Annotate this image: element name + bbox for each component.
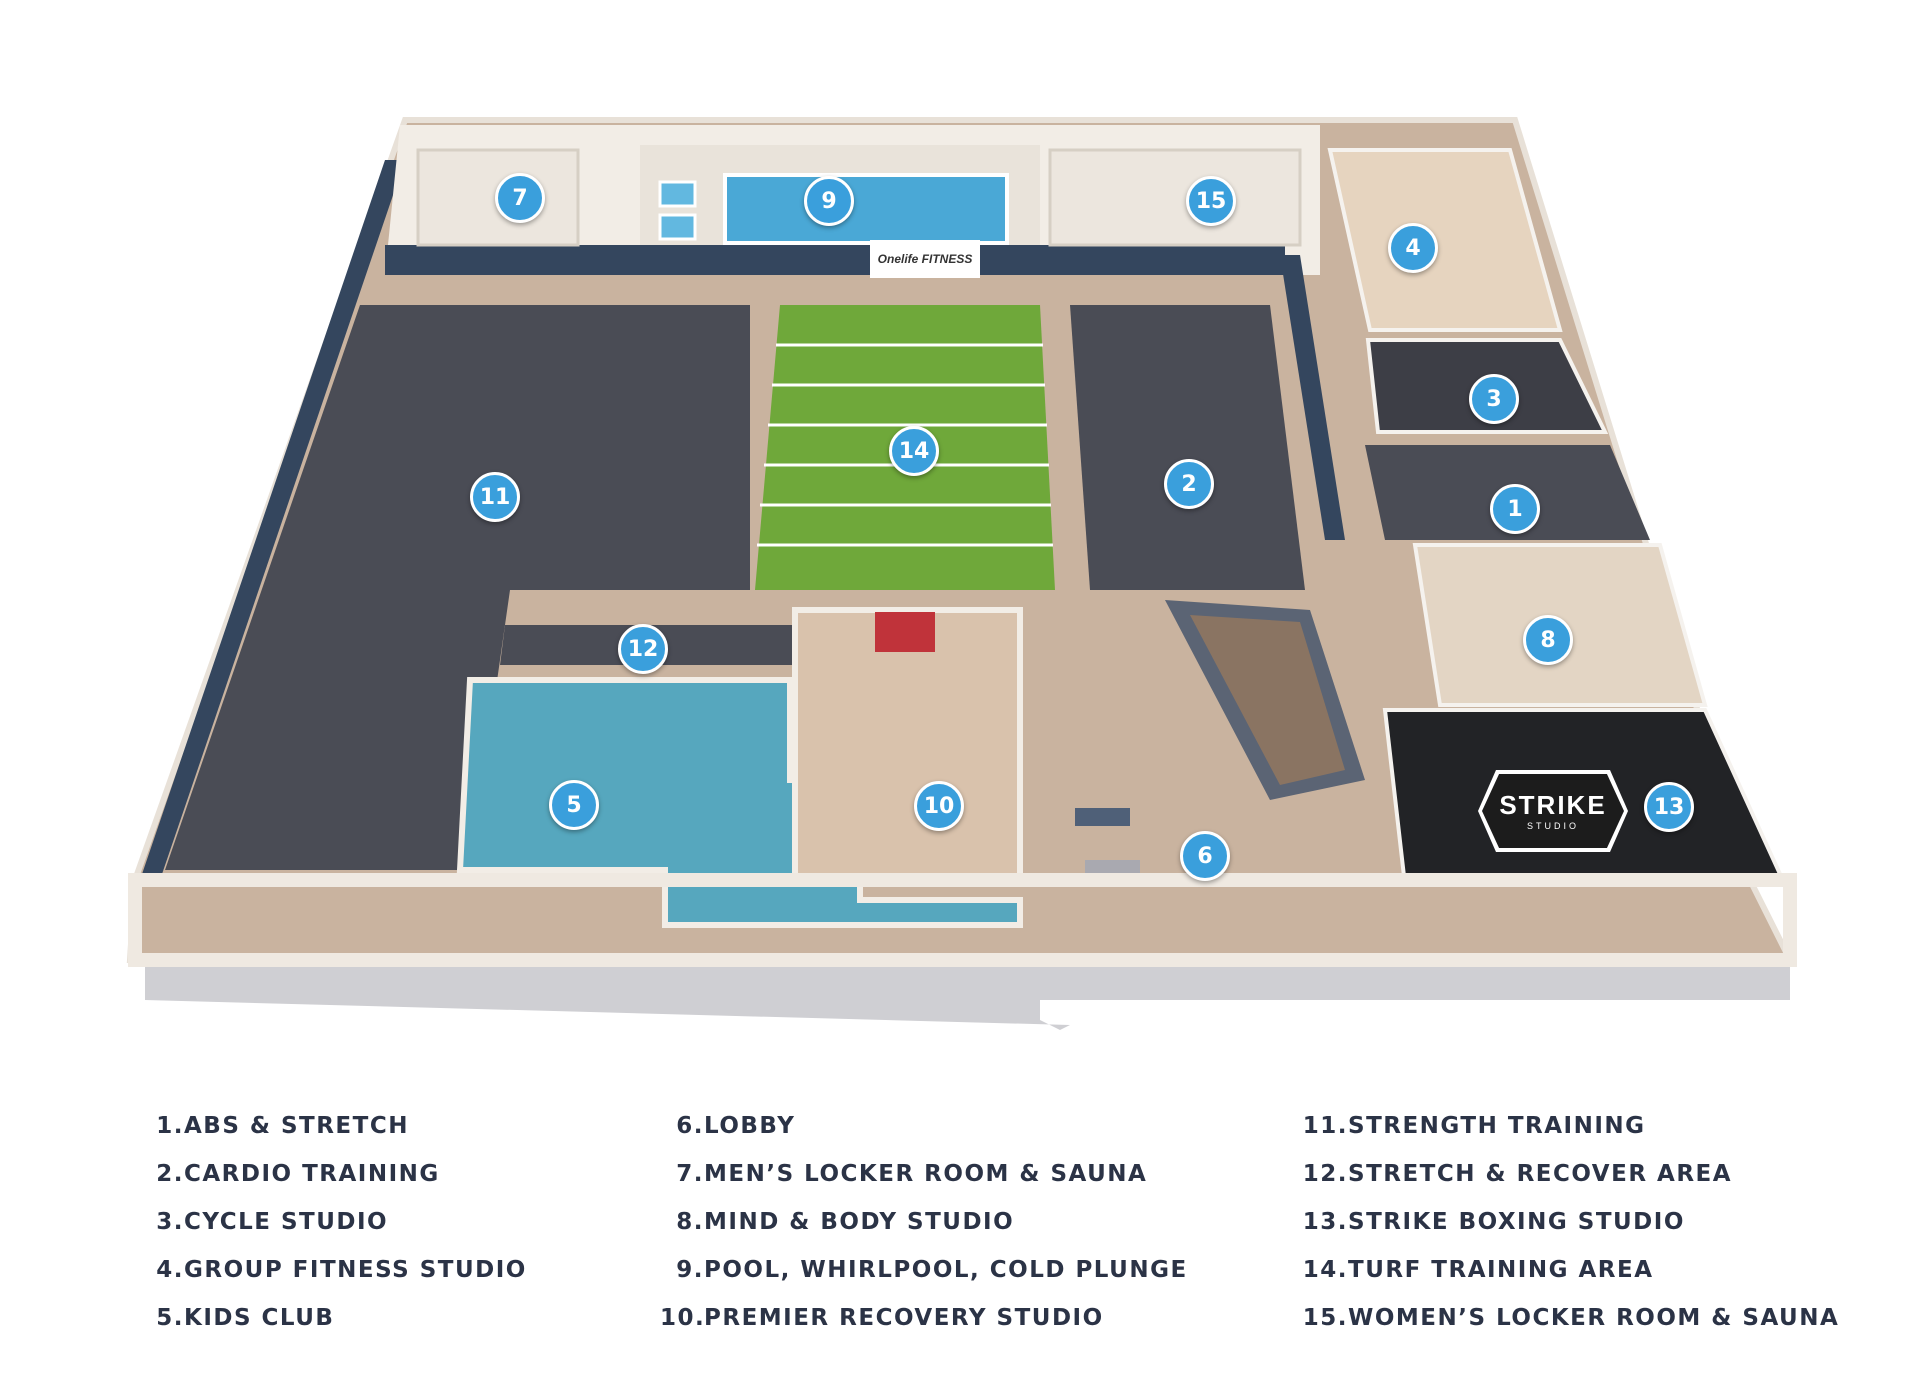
marker-3[interactable]: 3	[1469, 374, 1519, 424]
legend-label: STRENGTH TRAINING	[1348, 1113, 1646, 1139]
legend-item: 1.ABS & STRETCH	[150, 1102, 527, 1150]
legend-number: 9.	[676, 1257, 704, 1283]
kids-club	[456, 677, 1023, 928]
premier-recovery-studio	[792, 607, 1023, 883]
legend-number: 8.	[676, 1209, 704, 1235]
legend-column-3: 11.STRENGTH TRAINING 12. STRETCH & RECOV…	[1300, 1102, 1839, 1342]
strike-logo-subtitle: STUDIO	[1526, 820, 1579, 831]
strike-logo-text: STRIKE STUDIO	[1499, 792, 1606, 831]
marker-14[interactable]: 14	[889, 426, 939, 476]
onelife-brand-sign: Onelife FITNESS	[870, 240, 980, 278]
front-wall	[128, 873, 1797, 967]
marker-13[interactable]: 13	[1644, 782, 1694, 832]
legend-label: MEN’S LOCKER ROOM & SAUNA	[704, 1161, 1148, 1187]
legend-number: 14.	[1302, 1257, 1348, 1283]
ground-shadow	[145, 955, 1790, 1030]
legend-label: ABS & STRETCH	[184, 1113, 409, 1139]
legend-label: TURF TRAINING AREA	[1348, 1257, 1654, 1283]
legend-label: MIND & BODY STUDIO	[704, 1209, 1015, 1235]
legend-number: 3.	[156, 1209, 184, 1235]
marker-4[interactable]: 4	[1388, 223, 1438, 273]
legend-number: 12.	[1302, 1161, 1348, 1187]
right-corridor-wall	[1280, 255, 1345, 540]
legend-label: KIDS CLUB	[184, 1305, 335, 1331]
legend-item: 14.TURF TRAINING AREA	[1300, 1246, 1839, 1294]
legend-number: 4.	[156, 1257, 184, 1283]
marker-7[interactable]: 7	[495, 173, 545, 223]
back-accent-wall	[385, 245, 1285, 275]
legend-number: 6.	[676, 1113, 704, 1139]
marker-15[interactable]: 15	[1186, 176, 1236, 226]
lobby-feature-inner	[1190, 615, 1345, 785]
sauna-red	[875, 612, 935, 652]
legend-item: 4.GROUP FITNESS STUDIO	[150, 1246, 527, 1294]
legend-label: CARDIO TRAINING	[184, 1161, 440, 1187]
legend-item: 6.LOBBY	[660, 1102, 1188, 1150]
legend-column-1: 1.ABS & STRETCH 2.CARDIO TRAINING 3.CYCL…	[150, 1102, 527, 1342]
legend-number: 5.	[156, 1305, 184, 1331]
legend-item: 7.MEN’S LOCKER ROOM & SAUNA	[660, 1150, 1188, 1198]
marker-11[interactable]: 11	[470, 472, 520, 522]
legend-item: 3.CYCLE STUDIO	[150, 1198, 527, 1246]
legend-number: 2.	[156, 1161, 184, 1187]
strike-studio-logo: STRIKE STUDIO	[1478, 770, 1628, 852]
legend-item: 2.CARDIO TRAINING	[150, 1150, 527, 1198]
legend-number: 11.	[1302, 1113, 1348, 1139]
strike-logo-title: STRIKE	[1499, 789, 1607, 820]
legend-column-2: 6.LOBBY 7.MEN’S LOCKER ROOM & SAUNA 8.MI…	[660, 1102, 1188, 1342]
lobby-sofa	[1075, 808, 1130, 826]
legend-item: 5.KIDS CLUB	[150, 1294, 527, 1342]
legend-item: 15.WOMEN’S LOCKER ROOM & SAUNA	[1300, 1294, 1839, 1342]
legend-item: 13.STRIKE BOXING STUDIO	[1300, 1198, 1839, 1246]
legend-number: 10.	[660, 1305, 706, 1331]
legend-label: WOMEN’S LOCKER ROOM & SAUNA	[1348, 1305, 1840, 1331]
whirlpool	[658, 180, 697, 208]
legend-label: CYCLE STUDIO	[184, 1209, 389, 1235]
lobby-sofa	[1085, 860, 1140, 876]
legend-number: 7.	[676, 1161, 704, 1187]
marker-12[interactable]: 12	[618, 624, 668, 674]
legend-label: STRIKE BOXING STUDIO	[1348, 1209, 1685, 1235]
legend-number: 15.	[1302, 1305, 1348, 1331]
marker-9[interactable]: 9	[804, 176, 854, 226]
legend-number: 1.	[156, 1113, 184, 1139]
legend-label: POOL, WHIRLPOOL, COLD PLUNGE	[704, 1257, 1188, 1283]
left-accent-wall	[140, 160, 405, 880]
legend-label: STRETCH & RECOVER AREA	[1348, 1161, 1733, 1187]
floor-plan-drawing	[126, 117, 1797, 1030]
legend-number: 13.	[1302, 1209, 1348, 1235]
strength-training-floor	[165, 305, 750, 870]
legend-item: 9.POOL, WHIRLPOOL, COLD PLUNGE	[660, 1246, 1188, 1294]
map-legend: 1.ABS & STRETCH 2.CARDIO TRAINING 3.CYCL…	[0, 1080, 1920, 1340]
legend-item: 8.MIND & BODY STUDIO	[660, 1198, 1188, 1246]
legend-label: PREMIER RECOVERY STUDIO	[704, 1305, 1104, 1331]
marker-8[interactable]: 8	[1523, 615, 1573, 665]
marker-10[interactable]: 10	[914, 781, 964, 831]
legend-label: LOBBY	[704, 1113, 796, 1139]
strike-logo-hex-inner	[1482, 774, 1624, 848]
womens-locker-room	[1048, 148, 1302, 247]
cardio-training-floor	[1070, 305, 1305, 590]
legend-item: 11.STRENGTH TRAINING	[1300, 1102, 1839, 1150]
legend-item: 12. STRETCH & RECOVER AREA	[1300, 1150, 1839, 1198]
marker-6[interactable]: 6	[1180, 831, 1230, 881]
marker-5[interactable]: 5	[549, 780, 599, 830]
cold-plunge	[658, 213, 697, 241]
marker-1[interactable]: 1	[1490, 484, 1540, 534]
group-fitness-studio	[1327, 148, 1563, 332]
legend-label: GROUP FITNESS STUDIO	[184, 1257, 527, 1283]
marker-2[interactable]: 2	[1164, 459, 1214, 509]
floor-plan-map: Onelife FITNESS STRIKE STUDIO 1 2 3 4 5 …	[126, 117, 1797, 1030]
pool	[723, 173, 1009, 245]
legend-item: 10.PREMIER RECOVERY STUDIO	[660, 1294, 1188, 1342]
